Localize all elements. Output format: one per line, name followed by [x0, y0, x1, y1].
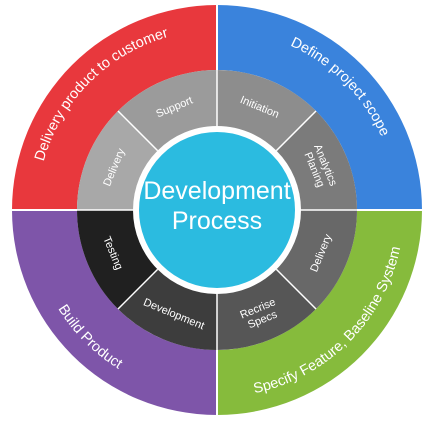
outer-segment-specify-feature	[217, 210, 422, 415]
inner-segment-recrise-specs	[217, 269, 316, 350]
inner-segment-initiation	[217, 70, 316, 151]
inner-segment-support	[118, 70, 217, 151]
inner-segment-delivery-2	[276, 210, 357, 309]
inner-segment-analytics-planing	[276, 111, 357, 210]
center-title-line2: Process	[172, 207, 262, 235]
inner-divider	[275, 268, 317, 310]
outer-segment-build-product	[12, 210, 217, 415]
inner-divider	[275, 110, 317, 152]
inner-divider	[117, 268, 159, 310]
inner-divider	[117, 110, 159, 152]
outer-segment-define-scope	[217, 5, 422, 210]
inner-segment-testing	[77, 210, 158, 309]
center-title-line1: Development	[143, 177, 290, 205]
inner-segment-development	[118, 269, 217, 350]
outer-segment-delivery-product	[12, 5, 217, 210]
inner-segment-delivery	[77, 111, 158, 210]
center-circle	[135, 128, 299, 292]
